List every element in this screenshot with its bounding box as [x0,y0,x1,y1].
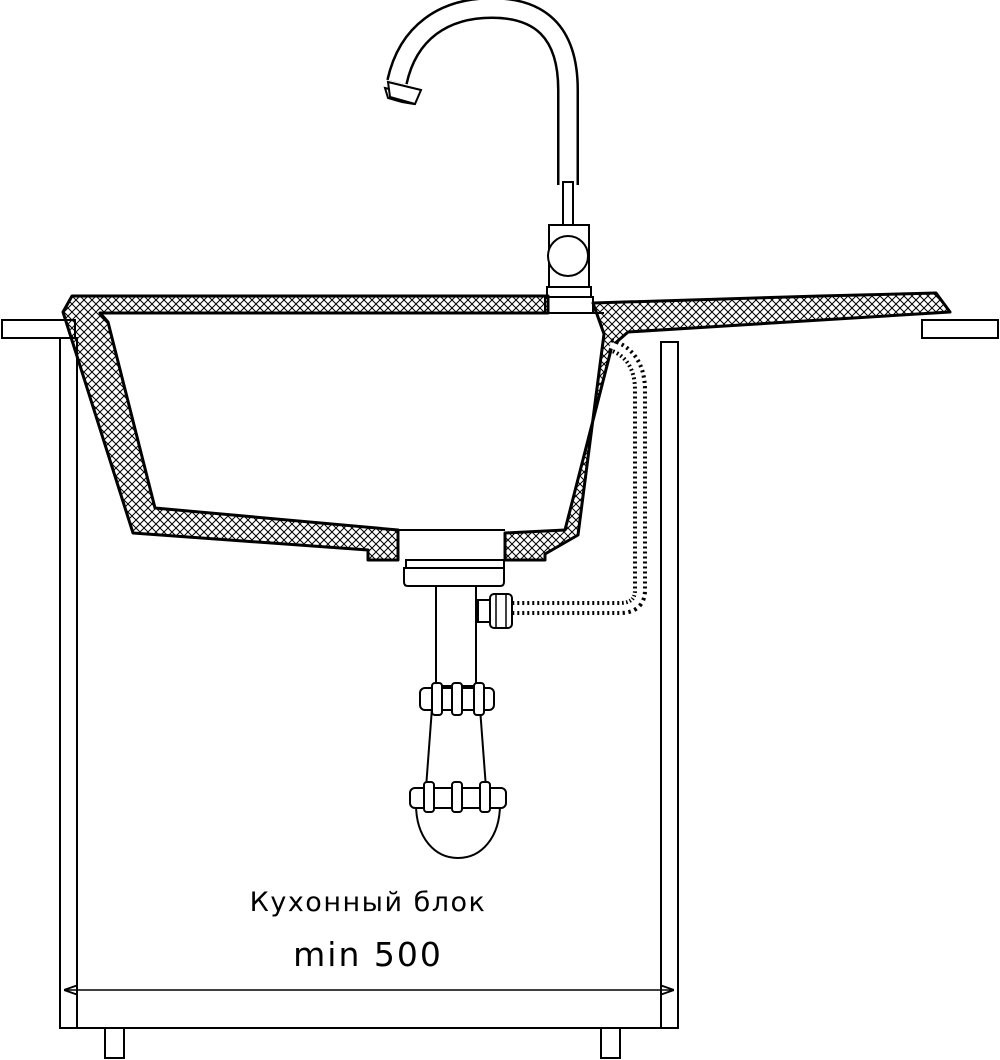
drain-strainer [403,559,505,587]
sink-body [61,291,952,562]
countertop-left [1,319,76,339]
cabinet-right-panel [660,341,679,1029]
cabinet-left-panel [59,337,78,1029]
overflow-connector [477,593,513,629]
cabinet-label: Кухонный блок [250,887,487,918]
siphon-bottom-bend [415,803,501,860]
cabinet-leg-right [600,1027,621,1059]
faucet-base [544,296,594,314]
overflow-hose [512,338,647,615]
faucet [383,0,594,314]
siphon-lower-clamp [409,781,507,813]
faucet-handle [562,181,574,228]
faucet-spout-tip [386,80,423,106]
countertop-right [921,319,999,339]
faucet-knob [547,235,589,277]
siphon-upper-clamp [419,682,495,716]
siphon [409,585,507,860]
min-width-label: min 500 [293,935,443,974]
cabinet-leg-left [104,1027,125,1059]
siphon-upper-pipe [435,585,477,687]
